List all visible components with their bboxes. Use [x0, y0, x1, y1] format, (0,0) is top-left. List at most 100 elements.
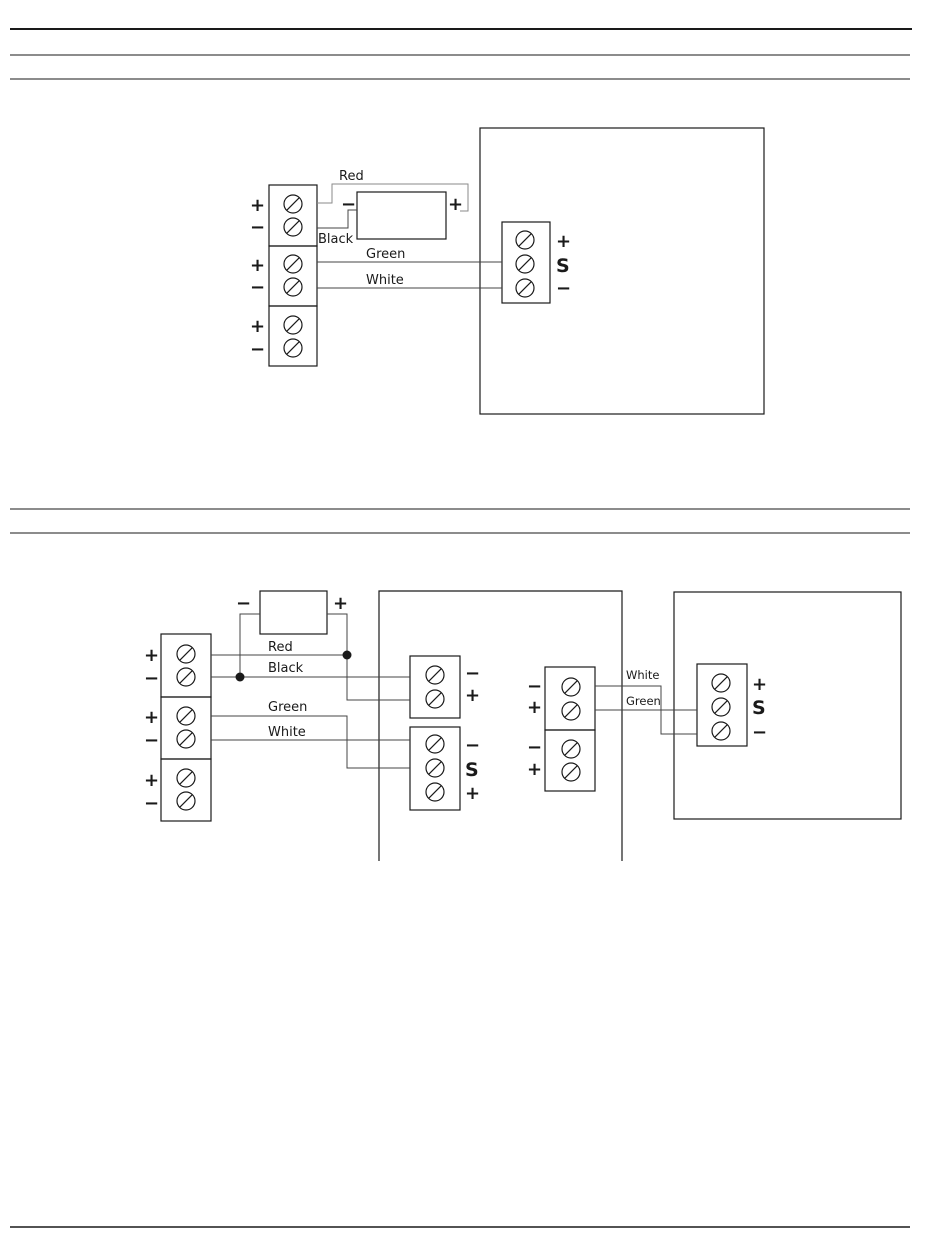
sign-plus: +	[527, 697, 542, 718]
terminal-screw-icon	[426, 666, 444, 684]
wire-label-black: Black	[318, 232, 354, 247]
sign-minus: −	[250, 339, 265, 360]
red-wire	[317, 184, 468, 211]
terminal-screw-icon	[177, 730, 195, 748]
terminal-screw-icon	[284, 316, 302, 334]
terminal-block-3	[161, 759, 211, 821]
terminal-screw-icon	[562, 702, 580, 720]
sign-minus: −	[465, 735, 480, 756]
terminal-screw-icon	[284, 278, 302, 296]
terminal-signal-center-d2: − S +	[410, 727, 480, 810]
terminal-screw-icon	[712, 698, 730, 716]
terminal-screw-icon	[177, 792, 195, 810]
terminal-strip-right-d1: + S −	[502, 222, 571, 303]
sign-minus: −	[144, 668, 159, 689]
terminal-strip-left-d2: + − + − + −	[144, 634, 211, 821]
terminal-screw-icon	[284, 218, 302, 236]
sign-minus: −	[250, 217, 265, 238]
device-minus-wire	[240, 614, 260, 677]
terminal-block-s	[697, 664, 747, 746]
sign-plus: +	[752, 674, 767, 695]
terminal-screw-icon	[712, 722, 730, 740]
terminal-screw-icon	[562, 740, 580, 758]
terminal-power-center-d2: − +	[410, 656, 480, 718]
device-rectangle	[260, 591, 327, 634]
terminal-screw-icon	[516, 279, 534, 297]
diagram-1: + − + − + − − + + S − Red	[250, 128, 764, 414]
device-minus-sign: −	[341, 194, 356, 215]
terminal-screw-icon	[177, 668, 195, 686]
panel-box-center-d2	[379, 591, 622, 861]
terminal-screw-icon	[177, 707, 195, 725]
wire-label-red: Red	[339, 169, 364, 184]
terminal-screws-right-d1	[516, 231, 534, 297]
wire-label-green: Green	[268, 700, 307, 715]
sign-plus: +	[144, 707, 159, 728]
diagram-2: − + + − + − + − − + − S	[144, 591, 901, 861]
terminal-screw-icon	[426, 783, 444, 801]
terminal-block-power	[410, 656, 460, 718]
terminal-strip-right-d2: + S −	[697, 664, 767, 746]
terminal-screw-icon	[426, 735, 444, 753]
sign-plus: +	[144, 645, 159, 666]
terminal-screw-icon	[426, 759, 444, 777]
terminal-screws-power-d2	[426, 666, 444, 708]
terminal-screw-icon	[562, 678, 580, 696]
panel-box-d1	[480, 128, 764, 414]
terminal-block-1	[269, 185, 317, 246]
terminal-screws-right-d2	[712, 674, 730, 740]
sign-s: S	[556, 255, 570, 277]
device-plus-wire	[327, 614, 410, 700]
wire-label-green-right: Green	[626, 694, 661, 708]
terminal-strip-left-d1: + − + − + −	[250, 185, 317, 366]
green-wire	[211, 716, 410, 768]
terminal-screw-icon	[284, 339, 302, 357]
wire-label-green: Green	[366, 247, 405, 262]
sign-plus: +	[144, 770, 159, 791]
device-minus-sign: −	[236, 593, 251, 614]
terminal-screw-icon	[516, 231, 534, 249]
junction-dot	[236, 673, 245, 682]
sign-minus: −	[527, 737, 542, 758]
terminal-screws-left-d1	[284, 195, 302, 357]
wires-d2	[211, 614, 697, 768]
device-plus-sign: +	[333, 593, 348, 614]
device-plus-sign: +	[448, 194, 463, 215]
terminal-block-out-2	[545, 730, 595, 791]
sign-plus: +	[527, 759, 542, 780]
sign-plus: +	[556, 231, 571, 252]
sign-minus: −	[144, 793, 159, 814]
wire-label-white: White	[366, 273, 404, 288]
sign-minus: −	[465, 663, 480, 684]
terminal-screw-icon	[284, 255, 302, 273]
terminal-output-center-d2: − + − +	[527, 667, 595, 791]
sign-plus: +	[465, 783, 480, 804]
terminal-screw-icon	[177, 769, 195, 787]
terminal-block-1	[161, 634, 211, 697]
terminal-screw-icon	[426, 690, 444, 708]
terminal-screw-icon	[712, 674, 730, 692]
sign-minus: −	[144, 730, 159, 751]
terminal-screw-icon	[562, 763, 580, 781]
sign-s: S	[752, 697, 766, 719]
device-box-d2: − +	[236, 591, 348, 634]
terminal-block-out-1	[545, 667, 595, 730]
terminal-screw-icon	[516, 255, 534, 273]
sign-plus: +	[250, 195, 265, 216]
sign-minus: −	[527, 676, 542, 697]
wire-label-red: Red	[268, 640, 293, 655]
panel-box-right-d2	[674, 592, 901, 819]
wire-label-black: Black	[268, 661, 304, 676]
sign-plus: +	[250, 255, 265, 276]
terminal-block-2	[161, 697, 211, 759]
sign-minus: −	[752, 722, 767, 743]
device-rectangle	[357, 192, 446, 239]
terminal-screws-left-d2	[177, 645, 195, 810]
sign-plus: +	[250, 316, 265, 337]
junction-dot	[343, 651, 352, 660]
sign-s: S	[465, 759, 479, 781]
terminal-screw-icon	[284, 195, 302, 213]
sign-minus: −	[250, 277, 265, 298]
sign-plus: +	[465, 685, 480, 706]
